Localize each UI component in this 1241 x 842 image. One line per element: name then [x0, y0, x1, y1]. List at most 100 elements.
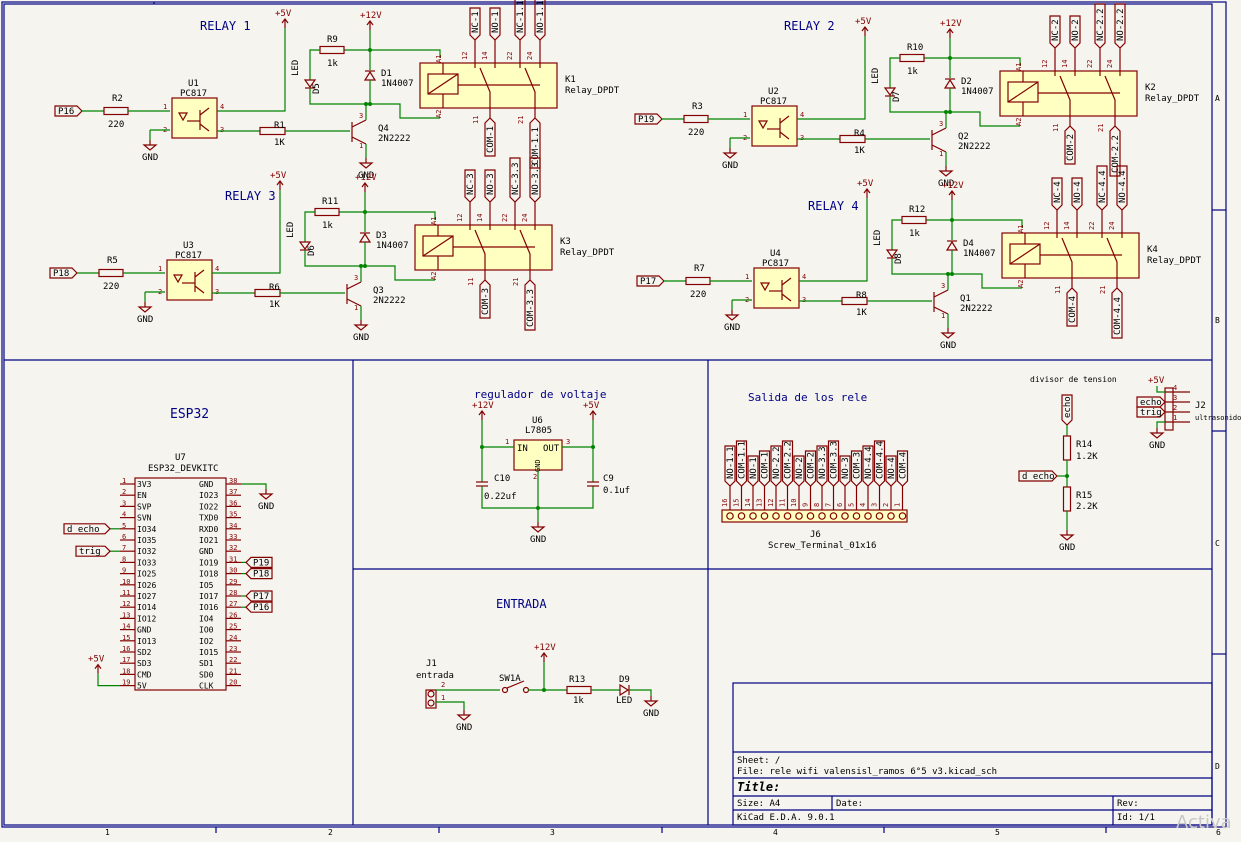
terminal-pin-number: 8: [813, 503, 821, 507]
led-ref: D6: [307, 245, 317, 256]
net-label-text: NC-3.3: [511, 162, 521, 195]
wire: [360, 265, 435, 282]
net-label-text: COM-2.2: [784, 441, 794, 479]
esp32-pin-number: 24: [229, 634, 237, 642]
transistor-pin: 3: [941, 282, 945, 290]
sensor-pin-number: 3: [1173, 394, 1177, 402]
opto-collector: [781, 277, 792, 286]
net-label-flag: [873, 440, 886, 487]
terminal-value: Screw_Terminal_01x16: [768, 541, 876, 551]
resistor-body: [1062, 435, 1072, 461]
relay-pin: 11: [472, 116, 480, 124]
relay-coil-pin: A2: [1015, 118, 1023, 126]
gnd-label: GND: [358, 171, 374, 181]
esp32-pin-number: 16: [122, 645, 130, 653]
terminal-pin-number: 10: [790, 499, 798, 507]
net-label-flag: [896, 450, 909, 487]
esp32-pin-number: 34: [229, 522, 237, 530]
screw-terminal: NO-1.116COM-1.115NO-114COM-113NO-2.212CO…: [721, 440, 909, 551]
transistor-collector: [351, 119, 367, 128]
net-label-flag: [1061, 394, 1073, 426]
esp32-pin-number: 6: [122, 533, 126, 541]
resistor-body: [1062, 486, 1072, 512]
resistor-body: [685, 276, 711, 286]
transistor-pin: 1: [941, 312, 945, 320]
input-resistor-value: 220: [103, 282, 119, 292]
relay-coil-diagonal: [1009, 243, 1041, 265]
esp32-pin-name: IO2: [199, 637, 214, 646]
net-label-text: NO-3: [486, 173, 496, 195]
terminal-pin-number: 5: [848, 503, 856, 507]
net-label-flag: [464, 169, 476, 203]
esp32-pin-number: 18: [122, 667, 130, 675]
junction-dot: [944, 110, 948, 114]
led-resistor-ref: R12: [909, 205, 925, 215]
net-label-text: COM-2: [1066, 134, 1076, 161]
relay-value: Relay_DPDT: [1147, 256, 1202, 266]
wire: [97, 673, 120, 687]
terminal-pin-number: 13: [756, 499, 764, 507]
esp32-pin-number: 2: [122, 488, 126, 496]
power-arrow: [589, 410, 597, 416]
relay-pin: 21: [512, 278, 520, 286]
gnd-label: GND: [142, 153, 158, 163]
power-label: +12V: [534, 643, 556, 653]
relay-value: Relay_DPDT: [1145, 94, 1200, 104]
relay-pin: 21: [517, 116, 525, 124]
gnd-label: GND: [456, 723, 472, 733]
frame-column-label: 1: [105, 828, 110, 837]
net-label-flag: [850, 450, 863, 487]
terminal-pin-number: 16: [721, 499, 729, 507]
net-label-flag: [793, 455, 805, 487]
gnd-symbol: [1149, 432, 1165, 439]
optocoupler-value: PC817: [175, 251, 202, 261]
frame-row-label: C: [1215, 539, 1220, 548]
opto-pin: 4: [220, 103, 224, 111]
title-block: Sheet: / File: rele wifi valensisl_ramos…: [732, 682, 1213, 826]
regulator-pin-number: 1: [505, 438, 509, 446]
wire: [891, 258, 948, 275]
esp32-body: [134, 477, 227, 691]
terminal-pin-number: 7: [825, 503, 833, 507]
esp32-pin-name: GND: [199, 547, 214, 556]
diode-ref: D1: [381, 69, 392, 79]
esp32-pin-number: 31: [229, 555, 237, 563]
relay-pin: 22: [1086, 60, 1094, 68]
relay-pin: 22: [501, 214, 509, 222]
wire: [797, 36, 866, 120]
esp32-pin-number: 17: [122, 656, 130, 664]
power-arrow: [540, 652, 548, 658]
net-label-text: COM-2.2: [1111, 135, 1121, 173]
opto-pin: 4: [215, 265, 219, 273]
wire: [951, 200, 1023, 228]
cap-ref: C10: [494, 474, 510, 484]
input-resistor-ref: R5: [107, 256, 118, 266]
esp32-pin-number: 27: [229, 600, 237, 608]
opto-pin: 3: [215, 288, 219, 296]
wire: [309, 49, 320, 80]
opto-pin: 1: [745, 273, 749, 281]
input-resistor-value: 220: [690, 290, 706, 300]
opto-led-symbol: [177, 112, 189, 122]
esp32-pin-name: SVN: [137, 514, 152, 523]
esp32-pin-name: IO16: [199, 603, 218, 612]
power-arrow: [276, 180, 284, 186]
net-label-text: COM-1: [486, 126, 496, 153]
resistor-body: [314, 207, 340, 217]
terminal-ref: J6: [810, 530, 821, 540]
led-value: LED: [873, 230, 883, 246]
esp32-pin-number: 37: [229, 488, 237, 496]
power-arrow: [281, 18, 289, 24]
input-resistor-value: 1k: [573, 696, 584, 706]
gnd-label: GND: [1149, 441, 1165, 451]
relay-pin: 11: [1054, 286, 1062, 294]
esp32-pin-number: 5: [122, 522, 126, 530]
diode-symbol: [943, 78, 957, 89]
transistor-pin: 3: [939, 120, 943, 128]
net-label-flag: [724, 445, 736, 487]
transistor-collector: [346, 281, 362, 290]
title-block-id: Id: 1/1: [1117, 813, 1155, 823]
net-label-flag: [885, 455, 897, 487]
esp32-pin-name: IO35: [137, 536, 156, 545]
